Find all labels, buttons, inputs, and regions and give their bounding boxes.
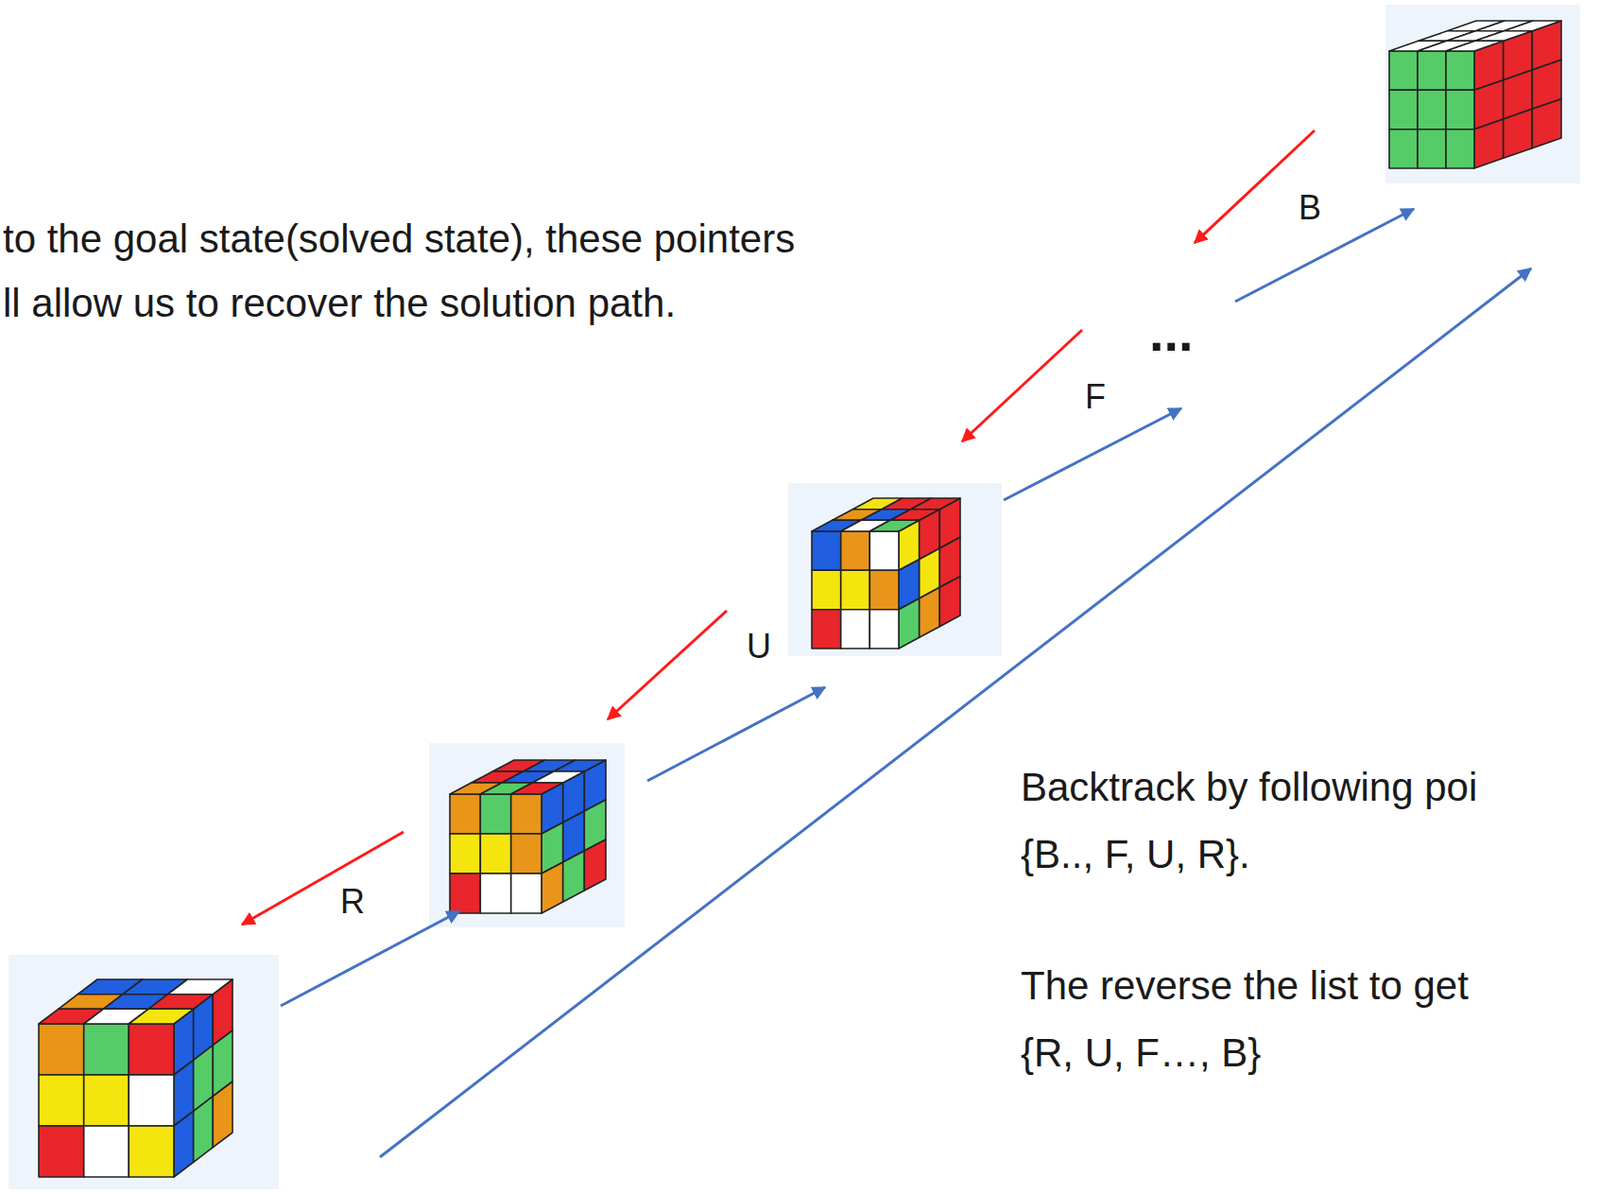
cube-sticker: [173, 1110, 194, 1177]
forward-arrows: [280, 208, 1532, 1157]
cube-sticker: [898, 598, 920, 649]
note-text: to the goal state(solved state), these p…: [2, 215, 795, 263]
cube-backgrounds: [8, 4, 1581, 1189]
cube-sticker: [480, 873, 511, 913]
rubiks-cubes: [38, 20, 1562, 1177]
cube-sticker: [38, 1125, 85, 1177]
cube-sticker: [1475, 31, 1533, 42]
move-label: B: [1298, 187, 1322, 228]
cube-sticker: [511, 833, 542, 874]
note-text: ll allow us to recover the solution path…: [2, 279, 676, 327]
cube-sticker: [1503, 108, 1533, 158]
cube-sticker: [1445, 51, 1475, 90]
cube-sticker: [168, 979, 233, 995]
cube-sticker: [449, 833, 481, 874]
cube-sticker: [511, 873, 542, 913]
cube-sticker: [841, 531, 871, 570]
cube-sticker: [84, 1125, 130, 1177]
cube-sticker: [541, 861, 564, 913]
cube-sticker: [480, 793, 511, 834]
cube-sticker: [1445, 129, 1475, 169]
cube-sticker: [869, 519, 919, 532]
cube-sticker: [841, 569, 871, 609]
note-text: {R, U, F…, B}: [1020, 1029, 1261, 1077]
cube-sticker: [480, 833, 511, 874]
cube-sticker: [193, 1096, 214, 1163]
cube-sticker: [148, 994, 213, 1010]
cube-sticker: [84, 1074, 130, 1126]
cube-sticker: [911, 498, 961, 510]
cube-sticker: [128, 1074, 174, 1126]
cube-sticker: [1389, 89, 1418, 129]
cube-sticker: [449, 873, 481, 913]
cube-sticker: [584, 839, 606, 891]
cube-sticker: [128, 1125, 174, 1177]
note-text: {B.., F, U, R}.: [1020, 830, 1251, 878]
cube-sticker: [128, 1008, 193, 1024]
cube-sticker: [38, 1074, 85, 1126]
cube-sticker: [890, 509, 940, 521]
cube-sticker: [841, 609, 871, 649]
cube-sticker: [212, 1081, 233, 1148]
cube-sticker: [532, 771, 585, 783]
cube-sticker: [1531, 99, 1562, 149]
move-label: U: [746, 625, 772, 667]
cube-sticker: [919, 586, 941, 637]
cube-sticker: [511, 793, 542, 834]
cube-sticker: [1503, 20, 1562, 32]
cube-sticker: [1417, 129, 1446, 169]
cube-sticker: [563, 850, 585, 902]
cube-sticker: [939, 576, 961, 627]
cube-sticker: [811, 609, 842, 649]
cube-sticker: [1474, 119, 1504, 169]
note-text: The reverse the list to get: [1020, 962, 1469, 1010]
cube-sticker: [1417, 51, 1446, 90]
cube-sticker: [811, 531, 842, 570]
cube-sticker: [128, 1023, 174, 1075]
cube-sticker: [38, 1023, 85, 1075]
note-text: Backtrack by following poi: [1020, 763, 1478, 811]
ellipsis: ...: [1149, 300, 1194, 364]
cube-sticker: [1445, 89, 1475, 129]
cube-sticker: [869, 609, 899, 649]
cube-sticker: [869, 569, 899, 609]
cube-sticker: [1389, 129, 1418, 169]
cube-sticker: [1389, 51, 1418, 90]
cube-sticker: [553, 759, 606, 772]
move-label: R: [340, 880, 365, 922]
cube-sticker: [811, 569, 842, 609]
cube-sticker: [869, 531, 899, 570]
move-label: F: [1084, 376, 1106, 417]
cube-sticker: [449, 793, 481, 834]
cube-sticker: [1417, 89, 1446, 129]
cube-sticker: [511, 782, 564, 794]
cube-sticker: [84, 1023, 130, 1075]
cube-sticker: [1445, 40, 1504, 52]
